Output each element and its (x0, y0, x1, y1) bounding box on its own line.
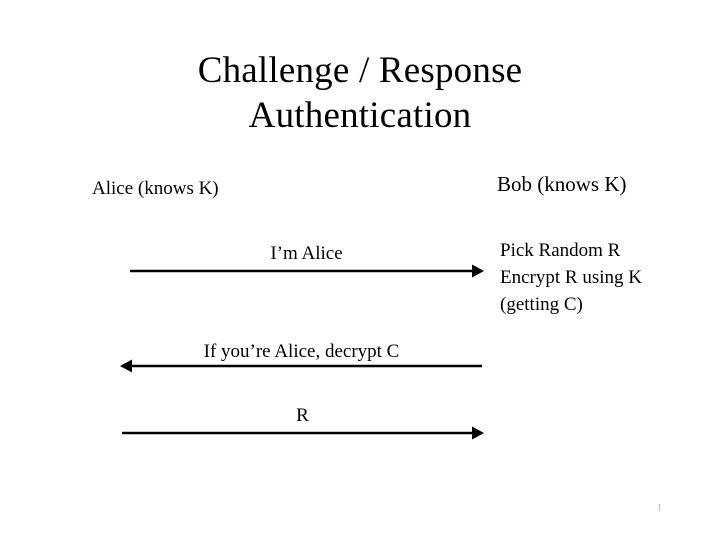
title-line-2: Authentication (248, 95, 472, 137)
message-2-label: If you’re Alice, decrypt C (203, 341, 400, 362)
page-number: 1 (656, 502, 663, 514)
actor-label-alice: Alice (knows K) (92, 178, 219, 199)
message-3-label: R (296, 405, 309, 426)
note-line-3: (getting C) (500, 293, 583, 315)
page-title: Challenge / Response Authentication (60, 48, 660, 138)
actor-label-bob: Bob (knows K) (497, 172, 627, 196)
message-1-label: I’m Alice (270, 243, 343, 264)
title-line-1: Challenge / Response (197, 50, 523, 91)
note-line-1: Pick Random R (500, 240, 621, 261)
bob-computation-note: Pick Random R Encrypt R using K (getting… (500, 238, 710, 319)
note-line-2: Encrypt R using K (500, 266, 642, 288)
